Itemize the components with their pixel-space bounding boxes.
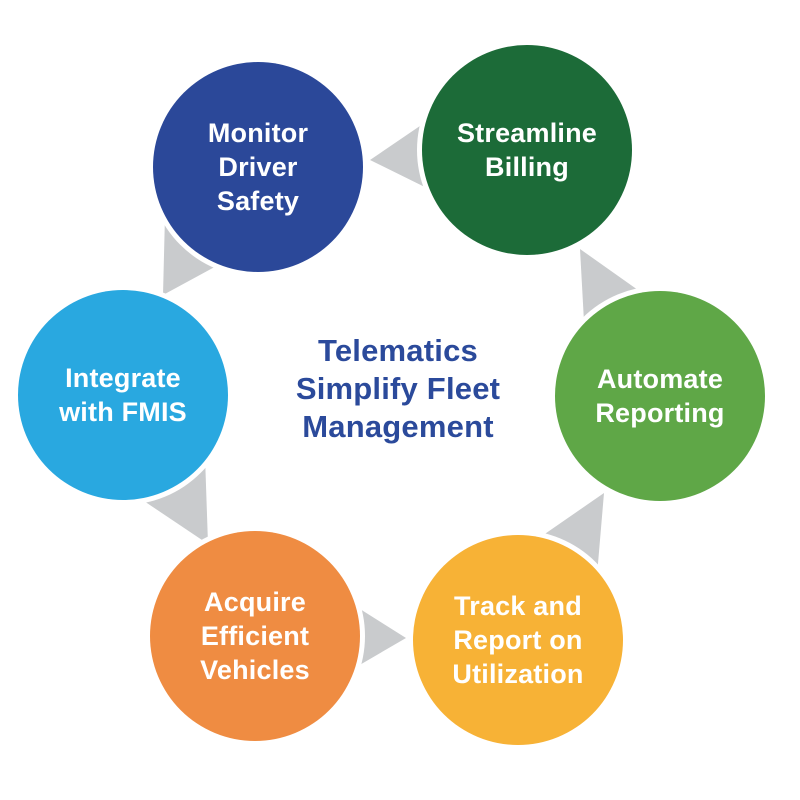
step-circle-automate-reporting: Automate Reporting bbox=[555, 291, 765, 501]
step-label-track-and-report-on-utilization: Track and Report on Utilization bbox=[452, 591, 584, 689]
step-circle-monitor-driver-safety: Monitor Driver Safety bbox=[153, 62, 363, 272]
step-label-automate-reporting: Automate Reporting bbox=[595, 364, 725, 428]
step-circle-integrate-with-fmis: Integrate with FMIS bbox=[18, 290, 228, 500]
step-label-integrate-with-fmis: Integrate with FMIS bbox=[59, 363, 187, 427]
step-circle-streamline-billing: Streamline Billing bbox=[422, 45, 632, 255]
step-circle-acquire-efficient-vehicles: Acquire Efficient Vehicles bbox=[150, 531, 360, 741]
step-label-acquire-efficient-vehicles: Acquire Efficient Vehicles bbox=[200, 587, 310, 685]
diagram-title: Telematics Simplify Fleet Management bbox=[295, 333, 501, 444]
step-circle-track-and-report-on-utilization: Track and Report on Utilization bbox=[413, 535, 623, 745]
flow-arrow-integrate-to-acquire bbox=[135, 456, 208, 544]
step-label-streamline-billing: Streamline Billing bbox=[456, 118, 598, 182]
step-label-monitor-driver-safety: Monitor Driver Safety bbox=[207, 118, 309, 216]
